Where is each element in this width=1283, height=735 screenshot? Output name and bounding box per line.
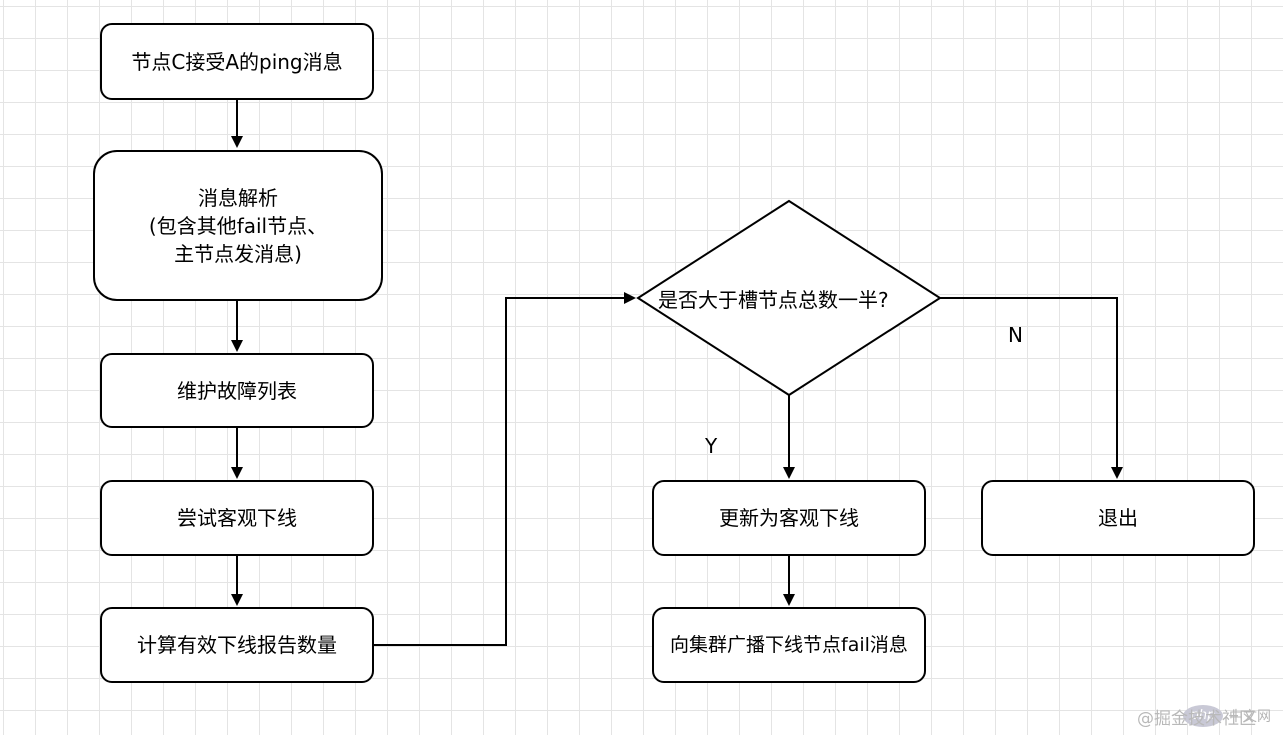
watermark-site: 中文网 (1229, 709, 1271, 725)
node-update-objective-down: 更新为客观下线 (652, 480, 926, 556)
edge-count-to-decision (374, 292, 636, 646)
node-receive-ping-label: 节点C接受A的ping消息 (131, 49, 343, 74)
node-broadcast-fail: 向集群广播下线节点fail消息 (652, 607, 926, 683)
node-parse-line3: 主节点发消息) (174, 241, 302, 266)
node-parse-message: 消息解析 (包含其他fail节点、 主节点发消息) (93, 150, 383, 301)
watermark-handle: @掘金技术社区 (1137, 709, 1256, 729)
edge-decision-no (940, 297, 1123, 479)
node-broadcast-fail-label: 向集群广播下线节点fail消息 (670, 634, 908, 656)
watermark: php 中文网 (1183, 705, 1271, 727)
node-exit: 退出 (981, 480, 1255, 556)
node-try-objective-down-label: 尝试客观下线 (177, 506, 297, 530)
node-try-objective-down: 尝试客观下线 (100, 480, 374, 556)
php-logo-icon: php (1183, 705, 1223, 727)
edge-label-yes: Y (705, 434, 718, 458)
node-count-reports-label: 计算有效下线报告数量 (137, 633, 337, 657)
node-parse-line2: (包含其他fail节点、 (148, 213, 328, 238)
node-parse-line1: 消息解析 (198, 185, 278, 210)
node-exit-label: 退出 (1098, 506, 1138, 530)
edge-label-no: N (1008, 323, 1023, 347)
node-update-objective-down-label: 更新为客观下线 (719, 506, 859, 530)
decision-label: 是否大于槽节点总数一半? (658, 288, 889, 312)
node-maintain-fault-list: 维护故障列表 (100, 353, 374, 428)
node-count-reports: 计算有效下线报告数量 (100, 607, 374, 683)
node-receive-ping: 节点C接受A的ping消息 (100, 23, 374, 100)
node-maintain-fault-list-label: 维护故障列表 (177, 378, 297, 403)
